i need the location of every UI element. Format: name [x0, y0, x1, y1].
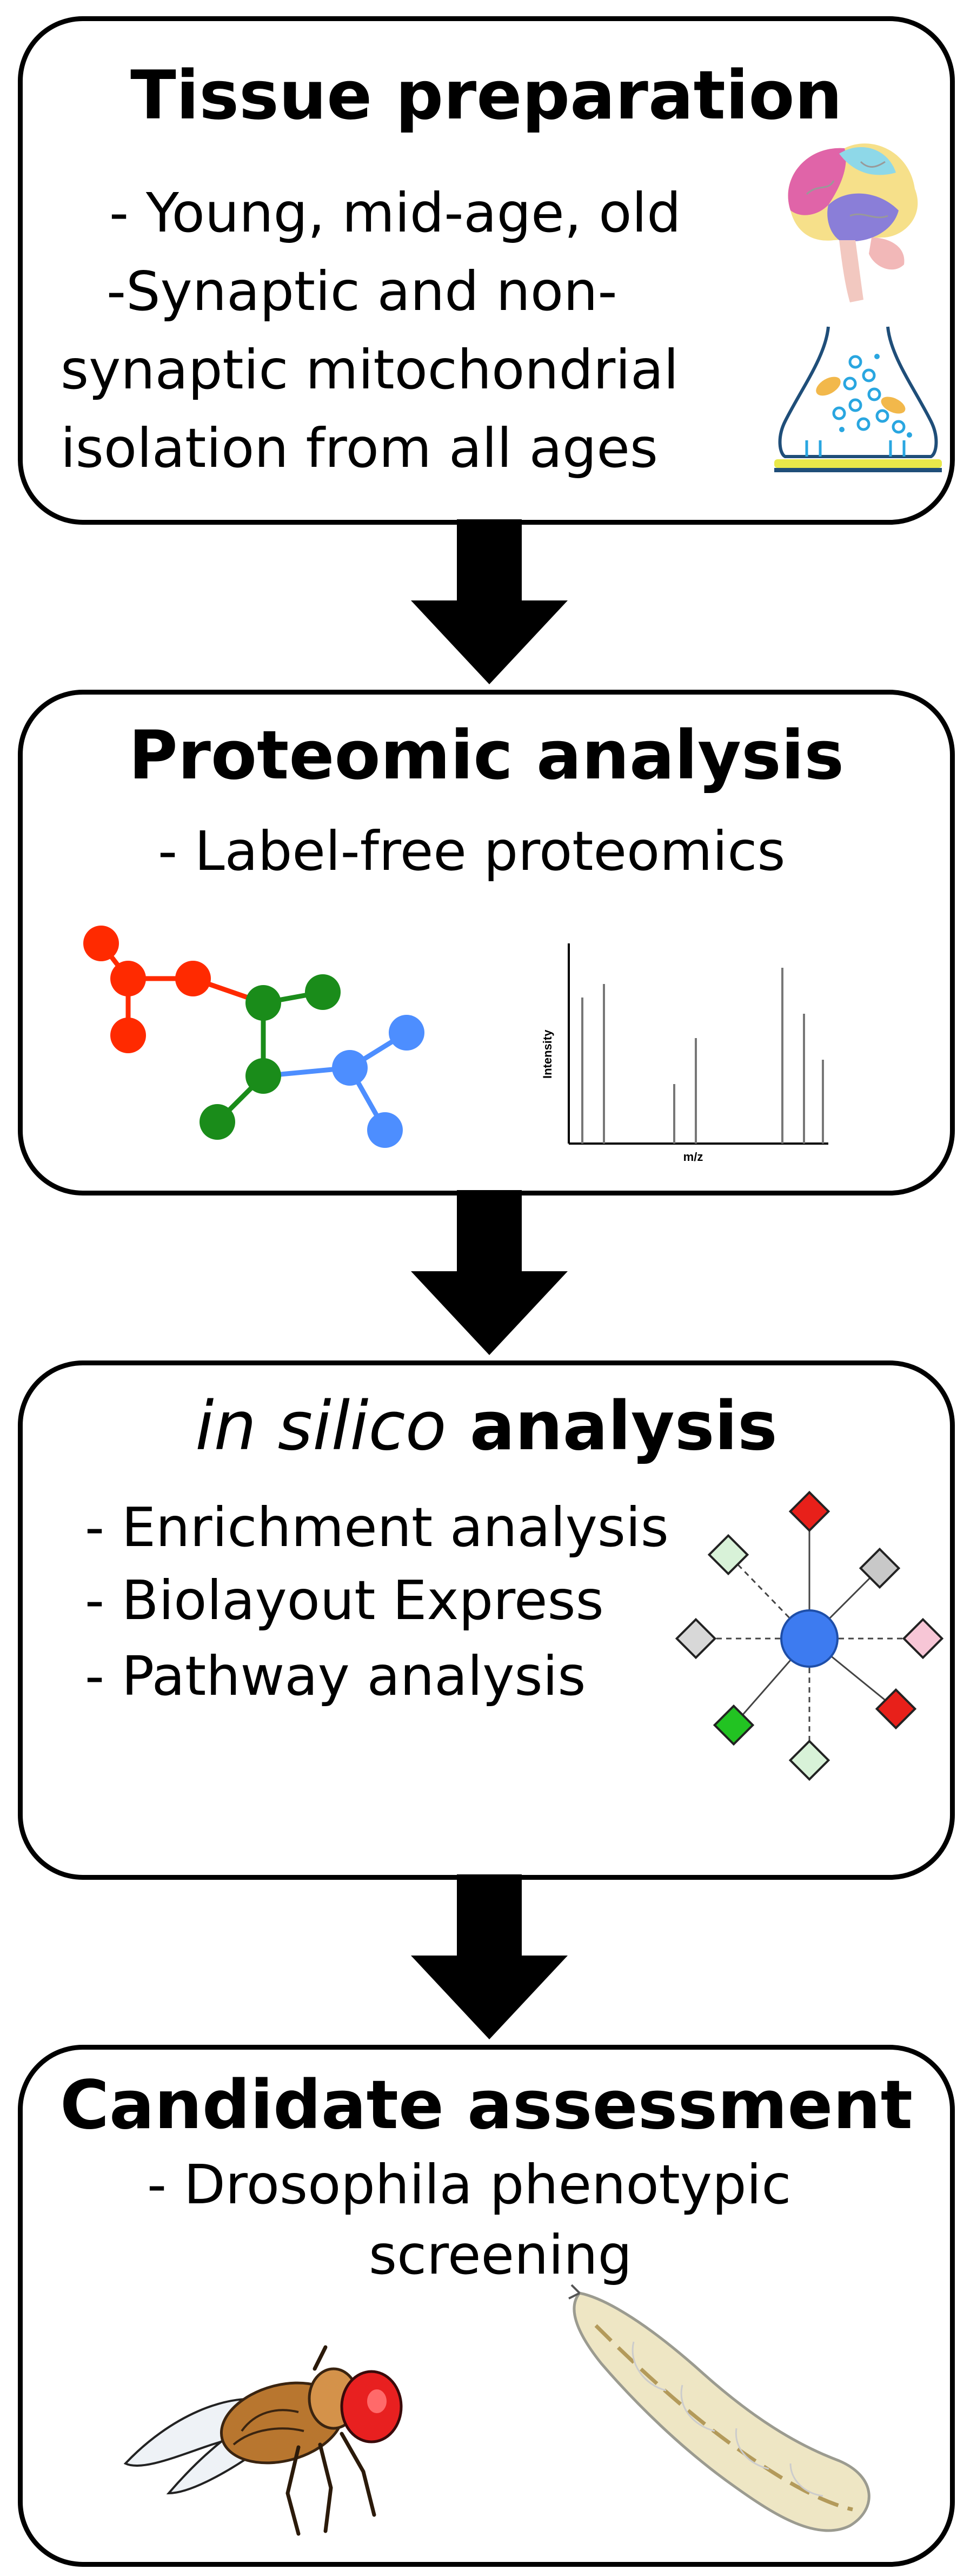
proteomic-analysis-box: Proteomic analysis - Label-free proteomi…	[18, 690, 955, 1195]
step1-line-3: synaptic mitochondrial	[61, 338, 679, 401]
synapse-icon	[774, 326, 942, 472]
in-silico-title-rest: analysis	[446, 1388, 777, 1465]
proteomic-analysis-title: Proteomic analysis	[128, 717, 845, 795]
in-silico-italic-label: in silico	[195, 1388, 447, 1465]
spectrum-y-label: Intensity	[541, 1029, 554, 1079]
tissue-preparation-title: Tissue preparation	[130, 57, 842, 135]
larva-icon	[568, 2284, 870, 2532]
brain-icon	[788, 143, 918, 302]
step1-line-4: isolation from all ages	[61, 417, 658, 480]
star-network-icon	[675, 1490, 944, 1781]
step3-line-3: - Pathway analysis	[85, 1644, 586, 1708]
in-silico-analysis-title: in silico analysis	[23, 1390, 950, 1463]
spectrum-x-label: m/z	[683, 1150, 703, 1164]
in-silico-analysis-box: in silico analysis - Enrichment analysis…	[18, 1360, 955, 1880]
step4-line-2: screening	[369, 2223, 633, 2287]
step4-line-1: - Drosophila phenotypic	[147, 2153, 792, 2216]
step3-line-1: - Enrichment analysis	[85, 1496, 669, 1559]
step3-line-2: - Biolayout Express	[85, 1569, 604, 1632]
step2-line-1: - Label-free proteomics	[158, 820, 786, 883]
candidate-assessment-title: Candidate assessment	[59, 2066, 913, 2144]
arrow-down-icon	[411, 1874, 568, 2039]
mass-spectrum-icon: Intensity m/z	[541, 943, 828, 1164]
protein-network-icon	[83, 926, 424, 1148]
step1-line-2: -Synaptic and non-	[107, 260, 617, 323]
step1-line-1: - Young, mid-age, old	[109, 181, 681, 245]
tissue-preparation-box: Tissue preparation - Young, mid-age, old…	[18, 16, 955, 525]
candidate-assessment-box: Candidate assessment - Drosophila phenot…	[18, 2045, 955, 2567]
arrow-down-icon	[411, 1190, 568, 1355]
fruit-fly-icon	[123, 2345, 403, 2536]
arrow-down-icon	[411, 519, 568, 684]
